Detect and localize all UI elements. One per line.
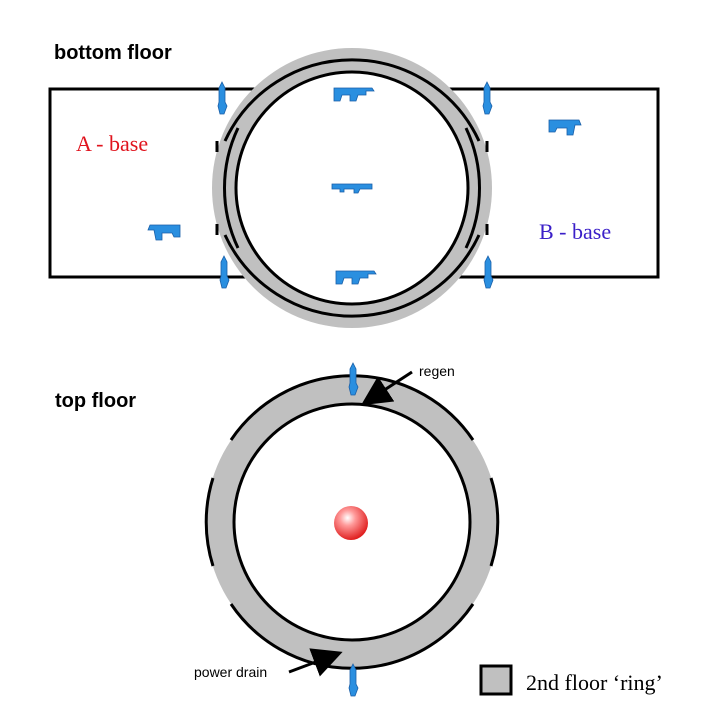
- legend: 2nd floor ‘ring’: [479, 664, 663, 696]
- weapon-icon: [333, 87, 375, 102]
- pickup-icon: [348, 663, 359, 697]
- top-floor: regen power drain: [194, 362, 500, 697]
- a-base-label: A - base: [76, 131, 148, 156]
- top-ring-wall-left: [204, 477, 215, 567]
- b-base-label: B - base: [539, 219, 611, 244]
- top-floor-heading: top floor: [55, 390, 136, 412]
- weapon-icon: [335, 270, 377, 285]
- legend-ring-swatch: [479, 664, 513, 696]
- bottom-ring-wall-left: [223, 127, 240, 249]
- top-ring-wall-right: [489, 477, 500, 567]
- bottom-floor-heading: bottom floor: [54, 42, 172, 64]
- regen-label: regen: [419, 363, 455, 379]
- bottom-ring-wall-bottom: [223, 234, 481, 318]
- pickup-icon: [219, 255, 230, 289]
- regen-arrow: [360, 370, 413, 406]
- pickup-icon: [482, 81, 493, 115]
- bottom-ring-wall-right: [464, 127, 481, 249]
- pickup-icon: [483, 255, 494, 289]
- weapon-icon: [147, 224, 181, 241]
- legend-ring-label: 2nd floor ‘ring’: [526, 670, 663, 695]
- powerup-orb-icon: [334, 506, 368, 540]
- bottom-floor: A - base B - base: [48, 48, 660, 328]
- power-drain-label: power drain: [194, 664, 267, 680]
- pickup-icon: [348, 362, 359, 396]
- power-drain-arrow: [288, 648, 343, 677]
- bottom-ring-wall-top: [223, 58, 481, 142]
- pickup-icon: [217, 81, 228, 115]
- weapon-icon: [331, 183, 373, 194]
- weapon-icon: [548, 119, 582, 136]
